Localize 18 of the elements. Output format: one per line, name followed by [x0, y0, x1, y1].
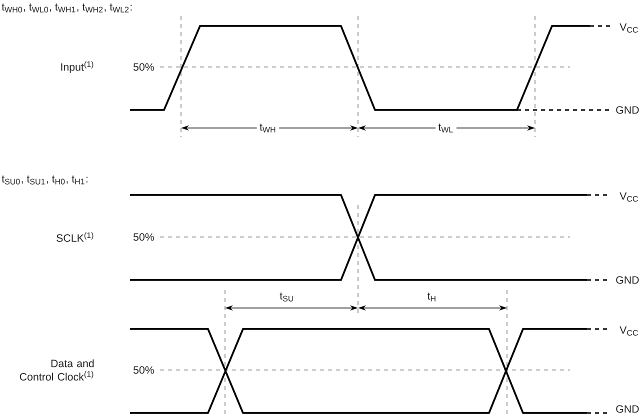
signal-label: Data and Control Clock$^{(1)}$ — [20, 359, 94, 381]
heading: t$_{SU0}$, t$_{SU1}$, t$_{H0}$, t$_{H1}$: — [2, 176, 88, 184]
signal-label: Input$^{(1)}$ — [61, 61, 94, 73]
level-label: V$_{CC}$ — [620, 192, 638, 202]
level-label: 50% — [133, 366, 154, 374]
level-label: V$_{CC}$ — [620, 23, 638, 33]
level-label: GND — [616, 276, 639, 284]
level-label: 50% — [133, 63, 154, 71]
level-label: GND — [616, 405, 639, 413]
heading: t$_{WH0}$, t$_{WL0}$, t$_{WH1}$, t$_{WH2}$, t$_{WL2}$: — [2, 4, 132, 12]
level-label: GND — [616, 106, 639, 114]
level-label: V$_{CC}$ — [620, 326, 638, 336]
signal-label: SCLK$^{(1)}$ — [56, 232, 94, 242]
timing-label: t$_{WL}$ — [436, 120, 456, 136]
level-label: 50% — [133, 233, 154, 241]
timing-label: t$_{WH}$ — [256, 120, 280, 136]
timing-label: t$_{H}$ — [424, 290, 440, 304]
timing-label: t$_{SU}$ — [276, 290, 298, 304]
